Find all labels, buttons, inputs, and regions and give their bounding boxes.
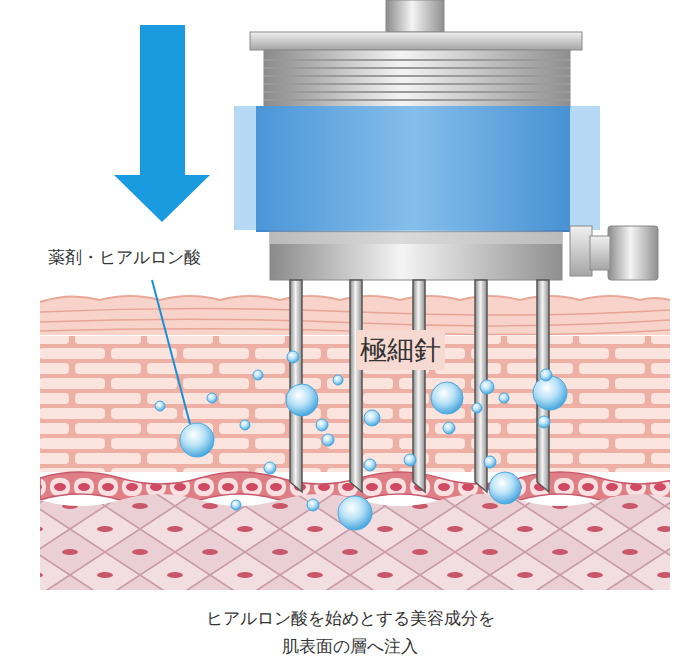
hyaluronic-bubbles-part bbox=[264, 462, 276, 474]
hyaluronic-bubbles-part bbox=[364, 410, 380, 426]
hyaluronic-bubbles-part bbox=[231, 500, 241, 510]
hyaluronic-bubbles-part bbox=[316, 419, 328, 431]
microneedle-device-part bbox=[264, 60, 570, 100]
hyaluronic-bubbles bbox=[155, 351, 567, 530]
hyaluronic-bubbles-part bbox=[538, 416, 550, 428]
hyaluronic-bubbles-part bbox=[364, 459, 376, 471]
drug-label-box: 薬剤・ヒアルロン酸 bbox=[48, 246, 201, 269]
caption-box: ヒアルロン酸を始めとする美容成分を 肌表面の層へ注入 bbox=[150, 604, 550, 660]
hyaluronic-bubbles-part bbox=[489, 472, 521, 504]
hyaluronic-bubbles-part bbox=[443, 422, 455, 434]
hyaluronic-bubbles-part bbox=[540, 369, 552, 381]
hyaluronic-bubbles-part bbox=[333, 375, 343, 385]
hyaluronic-bubbles-part bbox=[499, 393, 509, 403]
hyaluronic-bubbles-part bbox=[533, 376, 567, 410]
hyaluronic-bubbles-part bbox=[207, 393, 217, 403]
leader-line bbox=[152, 280, 190, 424]
hyaluronic-bubbles-part bbox=[180, 423, 214, 457]
microneedle-device-part bbox=[234, 106, 600, 230]
hyaluronic-bubbles-part bbox=[240, 420, 250, 430]
needle-label: 極細針 bbox=[356, 330, 445, 370]
microneedle-device-part bbox=[264, 50, 570, 108]
microneedle-device-part bbox=[570, 226, 592, 276]
microneedle-device-part bbox=[608, 226, 658, 280]
hyaluronic-bubbles-part bbox=[322, 434, 334, 446]
hyaluronic-bubbles-part bbox=[338, 496, 372, 530]
microneedle-device-part bbox=[590, 236, 610, 270]
hyaluronic-bubbles-part bbox=[287, 351, 299, 363]
hyaluronic-bubbles-part bbox=[155, 401, 165, 411]
hyaluronic-bubbles-part bbox=[484, 456, 496, 468]
hyaluronic-bubbles-part bbox=[253, 370, 263, 380]
skin-layers-part bbox=[40, 494, 680, 590]
microneedle-device-part bbox=[250, 32, 582, 50]
needles-part bbox=[350, 280, 362, 492]
microneedle-device-part bbox=[270, 232, 562, 244]
hyaluronic-bubbles-part bbox=[307, 499, 319, 511]
down-arrow bbox=[114, 25, 210, 222]
hyaluronic-bubbles-part bbox=[404, 454, 416, 466]
needles bbox=[290, 280, 549, 492]
microneedle-device bbox=[234, 0, 658, 280]
hyaluronic-bubbles-part bbox=[472, 403, 482, 413]
microneedle-device-part bbox=[270, 232, 562, 280]
hyaluronic-bubbles-part bbox=[431, 382, 463, 414]
hyaluronic-bubbles-part bbox=[286, 384, 318, 416]
hyaluronic-bubbles-part bbox=[480, 380, 494, 394]
drug-label: 薬剤・ヒアルロン酸 bbox=[48, 246, 201, 269]
caption: ヒアルロン酸を始めとする美容成分を 肌表面の層へ注入 bbox=[150, 604, 550, 660]
microneedle-device-part bbox=[386, 0, 444, 32]
needle-label-box: 極細針 bbox=[356, 330, 445, 370]
